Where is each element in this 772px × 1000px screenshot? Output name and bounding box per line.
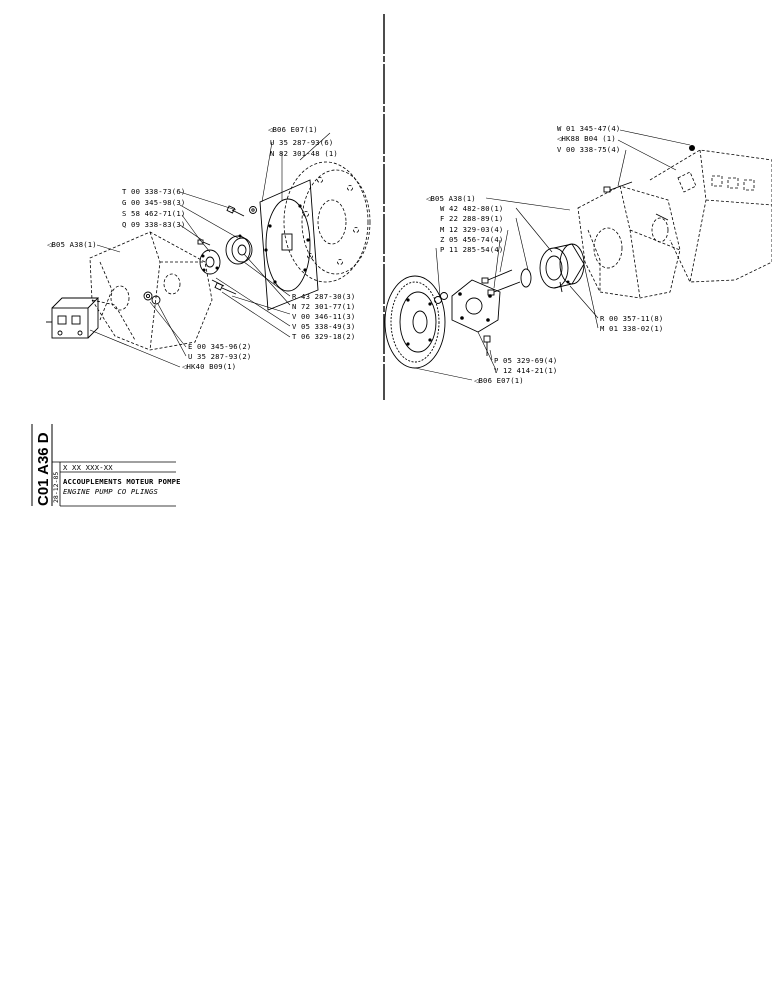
labels-left: ◁B06 E07(1) U 35 287-93(6) N 82 301-48 (…	[47, 125, 355, 371]
label-hk88b04: ◁HK88 B04 (1)	[557, 134, 616, 143]
label-b06e07-right: ◁B06 E07(1)	[474, 376, 524, 385]
flywheel-right	[384, 275, 446, 369]
title-block: C01 A36 D 28-12-85 X XX XXX-XX ACCOUPLEM…	[31, 424, 181, 507]
washer-u35	[151, 295, 161, 305]
label-b06e07: ◁B06 E07(1)	[268, 125, 318, 134]
label-t00338-73: T 00 338-73(6)	[122, 187, 185, 196]
bell-housing-left	[89, 231, 213, 351]
title-english: ENGINE PUMP CO PLINGS	[63, 487, 159, 496]
title-french: ACCOUPLEMENTS MOTEUR POMPE	[63, 477, 181, 486]
label-b05a38: ◁B05 A38(1)	[47, 240, 97, 249]
label-p11285-54: P 11 285-54(4)	[440, 245, 503, 254]
bolts-right-top	[603, 145, 695, 221]
drive-plate	[259, 179, 319, 311]
label-u35287-93-2: U 35 287-93(2)	[188, 352, 251, 361]
label-p05329-69: P 05 329-69(4)	[494, 356, 557, 365]
flywheel-left	[283, 161, 371, 283]
label-w42482-80: W 42 482-80(1)	[440, 204, 503, 213]
bolts-right-mid	[481, 269, 521, 296]
sheet-code: C01 A36 D	[35, 432, 52, 506]
label-v05338-49: V 05 338-49(3)	[292, 322, 355, 331]
label-g00345-98: G 00 345-98(3)	[122, 198, 185, 207]
label-q09338-83: Q 09 338-83(3)	[122, 220, 185, 229]
sheet-date: 28-12-85	[52, 472, 60, 503]
hydraulic-pump	[46, 297, 100, 339]
label-v00338-75: V 00 338-75(4)	[557, 145, 620, 154]
label-r00357-11: R 00 357-11(8)	[600, 314, 663, 323]
label-n72301-77: N 72 301-77(1)	[292, 302, 355, 311]
labels-right: W 01 345-47(4) ◁HK88 B04 (1) V 00 338-75…	[426, 124, 663, 385]
bolts-left	[197, 205, 245, 295]
label-w01345-47: W 01 345-47(4)	[557, 124, 620, 133]
label-z05456-74: Z 05 456-74(4)	[440, 235, 503, 244]
label-s58462-71: S 58 462-71(1)	[122, 209, 185, 218]
label-b05a38-right: ◁B05 A38(1)	[426, 194, 476, 203]
left-assembly: ◁B06 E07(1) U 35 287-93(6) N 82 301-48 (…	[46, 125, 371, 371]
label-f22288-89: F 22 288-89(1)	[440, 214, 503, 223]
label-m12329-03: M 12 329-03(4)	[440, 225, 503, 234]
leader-lines-right	[414, 129, 691, 381]
screw-p05	[483, 335, 491, 356]
coupling-element	[451, 279, 501, 333]
label-v12414-21: V 12 414-21(1)	[494, 366, 557, 375]
engine-block	[649, 149, 772, 283]
hub-coupling-small	[199, 249, 221, 275]
bell-housing-right	[577, 185, 681, 299]
coupling-housing	[539, 243, 585, 293]
label-t06329-18: T 06 329-18(2)	[292, 332, 355, 341]
leader-lines-left	[89, 132, 331, 368]
disc-f22	[520, 268, 532, 288]
washer-e00	[143, 291, 153, 301]
flange-hub	[225, 234, 253, 265]
label-n82301-48: N 82 301-48 (1)	[270, 149, 338, 158]
label-e00345-96: E 00 345-96(2)	[188, 342, 251, 351]
right-assembly: W 01 345-47(4) ◁HK88 B04 (1) V 00 338-75…	[384, 124, 772, 385]
label-m01338-02: M 01 338-02(1)	[600, 324, 663, 333]
label-hk40b09: ◁HK40 B09(1)	[182, 362, 236, 371]
label-u35287-93-6: U 35 287-93(6)	[270, 138, 333, 147]
label-r43287-30: R 43 287-30(3)	[292, 292, 355, 301]
sheet-ref: X XX XXX-XX	[63, 463, 113, 472]
label-v00346-11: V 00 346-11(3)	[292, 312, 355, 321]
